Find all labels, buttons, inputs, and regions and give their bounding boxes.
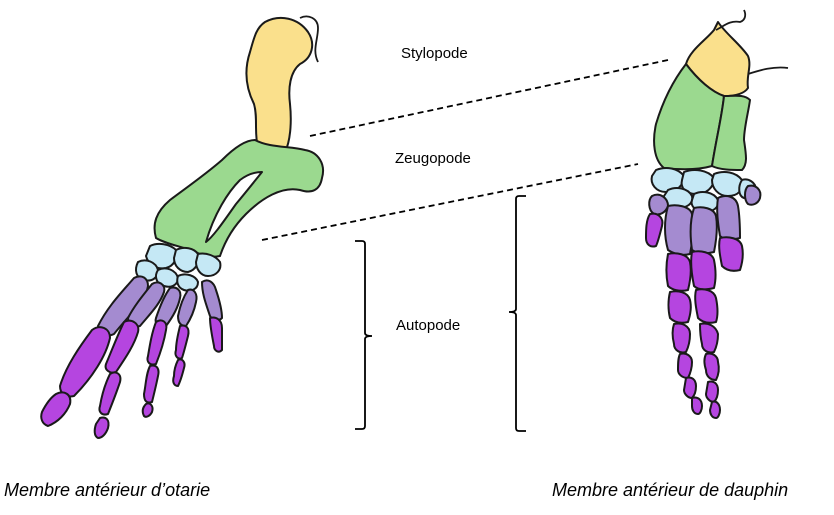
dolphin-metacarpal <box>648 193 669 216</box>
dolphin-metacarpals <box>648 193 741 256</box>
stylopode-dashed-line <box>309 59 669 137</box>
dolphin-phalanges <box>645 212 744 419</box>
dolphin-phalanx <box>694 288 719 324</box>
guide-lines <box>261 59 669 241</box>
sea-lion-phalanx <box>40 391 72 427</box>
dolphin-phalanx <box>690 250 717 291</box>
sea-lion-phalanx <box>59 326 111 398</box>
sea-lion-carpal <box>155 267 179 288</box>
dolphin-phalanx <box>667 290 692 324</box>
dolphin-metacarpal <box>664 204 694 256</box>
zeugopode-dashed-line <box>261 163 639 241</box>
sea-lion-metacarpal <box>201 279 223 322</box>
sea-lion-carpals <box>135 242 222 292</box>
dolphin-phalanx <box>677 352 693 379</box>
dolphin-phalanx <box>709 400 721 419</box>
dolphin-carpals <box>650 167 762 213</box>
sea-lion-humerus-tip <box>299 15 319 63</box>
autopode-right-bracket <box>508 195 526 432</box>
dolphin-phalanx <box>699 322 719 354</box>
dolphin-phalanx <box>703 352 720 381</box>
sea-lion-phalanx <box>174 324 190 360</box>
dolphin-phalanx <box>705 380 719 403</box>
sea-lion-metacarpal <box>97 275 149 337</box>
dolphin-phalanx <box>683 376 697 399</box>
sea-lion-humerus <box>245 16 314 157</box>
zeugopode-label: Zeugopode <box>395 150 471 167</box>
dolphin-phalanx <box>691 396 703 415</box>
sea-lion-carpal <box>195 252 222 277</box>
autopode-left-bracket <box>355 240 373 430</box>
dolphin-humerus-side-line <box>747 66 789 75</box>
dolphin-metacarpal <box>716 195 741 241</box>
dolphin-carpal-small <box>744 184 762 206</box>
sea-lion-phalanx <box>172 358 186 387</box>
dolphin-radius <box>653 63 725 171</box>
dolphin-caption: Membre antérieur de dauphin <box>552 480 789 500</box>
autopode-label: Autopode <box>396 317 461 334</box>
sea-lion-carpal <box>173 246 200 273</box>
sea-lion-radius-ulna <box>153 139 324 258</box>
sea-lion-phalanx <box>141 402 154 418</box>
dolphin-ulna <box>711 94 751 171</box>
sea-lion-forelimb <box>40 15 324 439</box>
sea-lion-phalanx <box>209 316 223 353</box>
sea-lion-carpal <box>135 259 159 282</box>
dolphin-phalanx <box>671 322 691 354</box>
dolphin-humerus <box>685 21 751 97</box>
dolphin-phalanx <box>665 252 692 292</box>
sea-lion-phalanx <box>93 416 110 439</box>
stylopode-label: Stylopode <box>401 45 468 62</box>
sea-lion-phalanx <box>143 364 160 404</box>
dolphin-phalanx <box>645 212 664 248</box>
sea-lion-metacarpal <box>127 281 166 328</box>
sea-lion-phalanx <box>146 319 168 366</box>
sea-lion-phalanx <box>98 371 122 416</box>
dolphin-forelimb <box>645 9 789 419</box>
sea-lion-carpal <box>176 273 199 292</box>
dolphin-phalanx <box>718 236 744 272</box>
sea-lion-phalanges <box>40 316 223 439</box>
dolphin-metacarpal <box>689 206 718 255</box>
dolphin-humerus-top-line <box>715 9 747 31</box>
sea-lion-caption: Membre antérieur d’otarie <box>4 480 211 500</box>
dolphin-carpal <box>711 171 744 197</box>
